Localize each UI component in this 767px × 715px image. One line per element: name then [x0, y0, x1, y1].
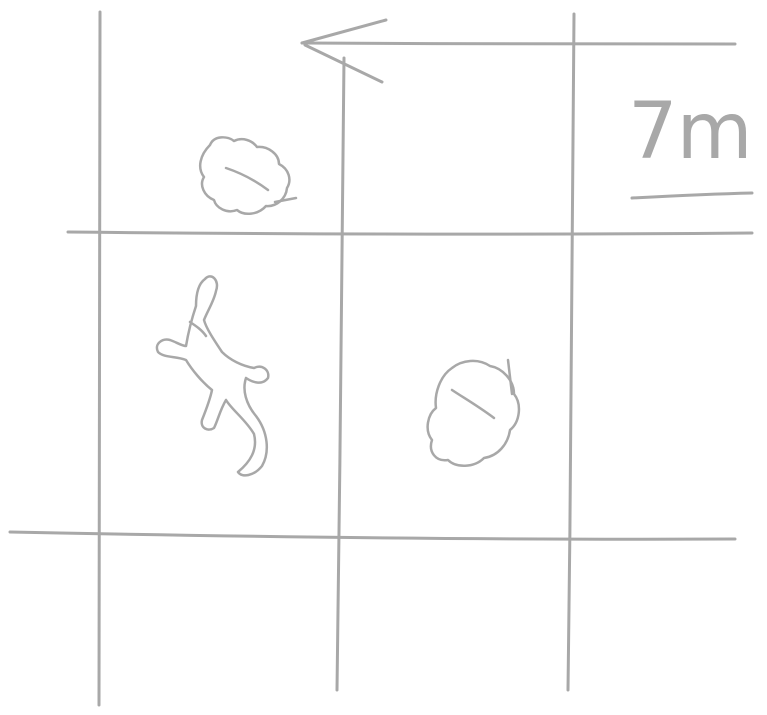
lizard-icon [157, 276, 268, 475]
grid-line-vertical-3 [568, 14, 574, 690]
scale-arrow-head-upper [302, 20, 386, 43]
grid-line-vertical-2 [337, 58, 344, 690]
scale-label: 7m [628, 88, 763, 176]
leaf-icon [200, 137, 296, 213]
scale-arrow [302, 20, 735, 82]
grid-line-horizontal-1 [68, 232, 752, 234]
grid-line-vertical-1 [99, 12, 100, 705]
scale-label-underline [632, 193, 752, 198]
leaf-icon [428, 360, 519, 466]
scale-arrow-shaft [302, 43, 735, 44]
grid-line-horizontal-2 [10, 532, 735, 539]
